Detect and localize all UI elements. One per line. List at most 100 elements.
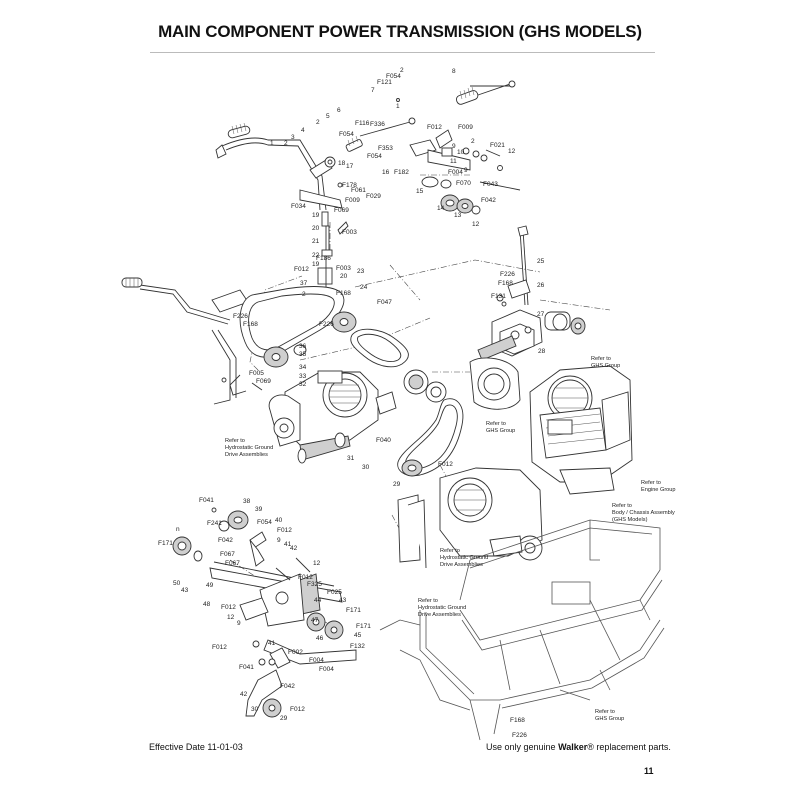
callout: F042 bbox=[481, 197, 496, 204]
callout: F168 bbox=[498, 280, 513, 287]
callout: F029 bbox=[366, 193, 381, 200]
callout: F069 bbox=[256, 378, 271, 385]
callout: 34 bbox=[299, 364, 307, 371]
callout: F054 bbox=[257, 519, 272, 526]
callout: F121 bbox=[377, 79, 392, 86]
callout: 41 bbox=[268, 640, 276, 647]
callout: 36 bbox=[299, 343, 307, 350]
callout: F241 bbox=[207, 520, 222, 527]
callout: 17 bbox=[346, 163, 354, 170]
callout: 49 bbox=[206, 582, 214, 589]
callout: F226 bbox=[512, 732, 527, 739]
left-handle-and-drive-belt bbox=[121, 277, 357, 405]
callout: F034 bbox=[291, 203, 306, 210]
callout: n bbox=[176, 526, 180, 533]
callout: F168 bbox=[243, 321, 258, 328]
brand-name: Walker bbox=[558, 742, 588, 752]
callout: 23 bbox=[357, 268, 365, 275]
callout: 12 bbox=[313, 560, 321, 567]
callout: 27 bbox=[537, 311, 545, 318]
reference-body-chassis: Refer to Body / Chassis Assembly (GHS Mo… bbox=[612, 503, 676, 523]
callout: F004 bbox=[448, 169, 463, 176]
center-hydrostatic-unit bbox=[397, 467, 543, 569]
replacement-parts-notice: Use only genuine Walker® replacement par… bbox=[486, 742, 671, 752]
callout: F067 bbox=[220, 551, 235, 558]
callout: 12 bbox=[472, 221, 480, 228]
notice-prefix: Use only genuine bbox=[486, 742, 559, 752]
reference-ghs-group-lower: Refer to GHS Group bbox=[595, 709, 624, 722]
callout: F041 bbox=[199, 497, 214, 504]
callout: 31 bbox=[347, 455, 355, 462]
v-belt-loop bbox=[350, 328, 464, 477]
callout: F012 bbox=[290, 706, 305, 713]
callout: 15 bbox=[416, 188, 424, 195]
callout: F012 bbox=[438, 461, 453, 468]
callout: F002 bbox=[288, 649, 303, 656]
callout: F012 bbox=[212, 644, 227, 651]
callout: 45 bbox=[354, 632, 362, 639]
control-handle-assembly bbox=[215, 98, 416, 290]
effective-date: Effective Date 11-01-03 bbox=[149, 742, 243, 752]
callout: 6 bbox=[337, 107, 341, 114]
callout: 30 bbox=[362, 464, 370, 471]
callout: 39 bbox=[255, 506, 263, 513]
idler-bracket-assembly bbox=[409, 129, 521, 215]
callout: 8 bbox=[452, 68, 456, 75]
callout: F043 bbox=[483, 181, 498, 188]
callout: F012 bbox=[294, 266, 309, 273]
callout: F168 bbox=[510, 717, 525, 724]
callout: 20 bbox=[312, 225, 320, 232]
callout: F041 bbox=[239, 664, 254, 671]
callout: 29 bbox=[393, 481, 401, 488]
callout: 14 bbox=[437, 205, 445, 212]
callout: 29 bbox=[280, 715, 288, 722]
callout: 18 bbox=[338, 160, 346, 167]
callout: 1 bbox=[270, 140, 274, 147]
callout: F009 bbox=[345, 197, 360, 204]
ghs-drive-gearbox bbox=[469, 225, 586, 410]
callout: F054 bbox=[339, 131, 354, 138]
callout: F054 bbox=[386, 73, 401, 80]
callout: 2 bbox=[471, 138, 475, 145]
callout: 43 bbox=[181, 587, 189, 594]
selector-lever-assembly bbox=[455, 80, 516, 105]
callout: 32 bbox=[299, 381, 307, 388]
callout: 9 bbox=[452, 143, 456, 150]
callout: 30 bbox=[251, 706, 259, 713]
callout: F182 bbox=[394, 169, 409, 176]
callout: F178 bbox=[342, 182, 357, 189]
callout: F226 bbox=[500, 271, 515, 278]
callout: 37 bbox=[300, 280, 308, 287]
callout: F226 bbox=[233, 313, 248, 320]
reference-ghs-group-mid: Refer to GHS Group bbox=[486, 421, 515, 434]
callout: F012 bbox=[298, 574, 313, 581]
callout: 11 bbox=[450, 158, 457, 165]
callout: 44 bbox=[314, 597, 322, 604]
callout: 2 bbox=[302, 291, 306, 298]
reference-hydrostatic-ground-upper: Refer to Hydrostatic Ground Drive Assemb… bbox=[225, 438, 275, 458]
callout: 4 bbox=[301, 127, 305, 134]
callout: 1 bbox=[396, 103, 400, 110]
callout: F171 bbox=[346, 607, 361, 614]
callout: F336 bbox=[370, 121, 385, 128]
callout: 19 bbox=[312, 212, 320, 219]
callout: F025 bbox=[327, 589, 342, 596]
callout: 48 bbox=[203, 601, 211, 608]
callout: F168 bbox=[336, 290, 351, 297]
callout: 26 bbox=[537, 282, 545, 289]
callout: F054 bbox=[367, 153, 382, 160]
callout: 9 bbox=[237, 620, 241, 627]
callout: 42 bbox=[290, 545, 298, 552]
chassis-frame bbox=[379, 519, 665, 741]
reference-engine-group: Refer to Engine Group bbox=[641, 480, 676, 493]
callout: 2 bbox=[316, 119, 320, 126]
callout: F004 bbox=[319, 666, 334, 673]
page-number: 11 bbox=[644, 766, 654, 776]
callout: F132 bbox=[350, 643, 365, 650]
callout: 2 bbox=[284, 140, 288, 147]
callout: 22 bbox=[312, 252, 320, 259]
callout: 24 bbox=[360, 284, 368, 291]
reference-notes: Refer to Hydrostatic Ground Drive Assemb… bbox=[225, 356, 676, 722]
callout: F003 bbox=[342, 229, 357, 236]
